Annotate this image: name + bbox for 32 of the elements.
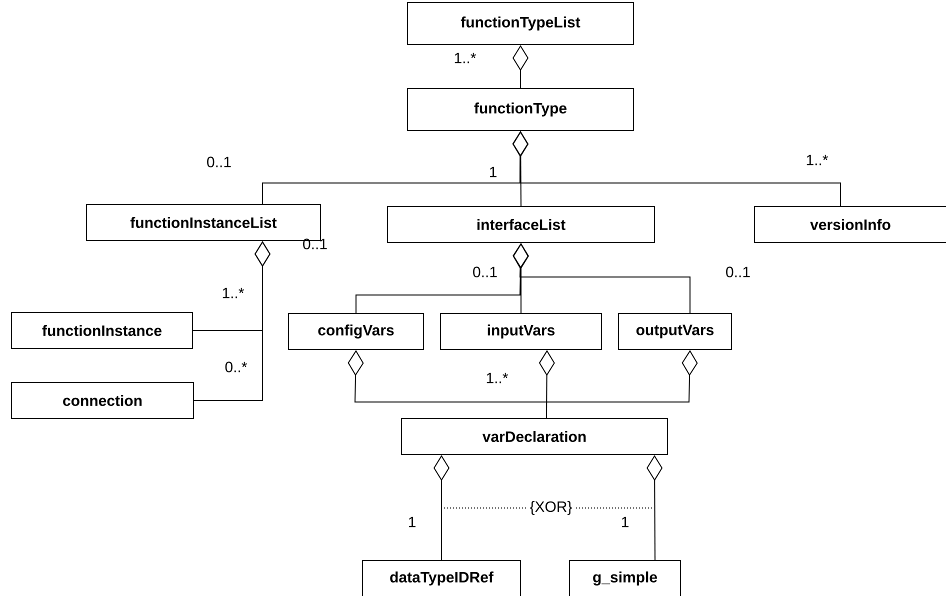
class-box: configVars <box>288 313 424 350</box>
class-box: functionInstance <box>11 312 193 349</box>
multiplicity-label: 1 <box>622 516 628 528</box>
class-box: functionType <box>407 88 634 131</box>
aggregation-line <box>512 131 841 206</box>
multiplicity-label: 0..1 <box>473 266 497 278</box>
aggregation-line <box>512 243 690 314</box>
aggregation-line <box>194 241 270 401</box>
class-box: inputVars <box>440 313 602 350</box>
class-box: functionInstanceList <box>86 204 321 241</box>
multiplicity-label: 0..1 <box>207 156 231 168</box>
class-box: outputVars <box>618 313 732 350</box>
multiplicity-label: 1..* <box>486 372 508 384</box>
multiplicity-label: 1..* <box>222 288 244 298</box>
multiplicity-label: 0..* <box>225 362 248 372</box>
class-box: functionTypeList <box>407 2 634 45</box>
class-box: dataTypeIDRef <box>362 560 521 596</box>
multiplicity-label: 1..* <box>806 154 828 166</box>
aggregation-line <box>513 243 529 314</box>
multiplicity-label: 1..* <box>454 52 476 64</box>
multiplicity-label: 1 <box>408 516 416 528</box>
class-box: varDeclaration <box>401 418 668 455</box>
class-box: g_simple <box>569 560 681 596</box>
aggregation-line <box>512 45 528 88</box>
aggregation-line <box>546 350 698 418</box>
multiplicity-label: 1 <box>490 166 496 178</box>
aggregation-line <box>434 455 450 560</box>
class-box: connection <box>11 382 194 419</box>
constraint-label: {XOR} <box>530 501 572 515</box>
multiplicity-label: 0..1 <box>726 266 750 278</box>
class-box: versionInfo <box>754 206 946 243</box>
class-box: interfaceList <box>387 206 655 243</box>
